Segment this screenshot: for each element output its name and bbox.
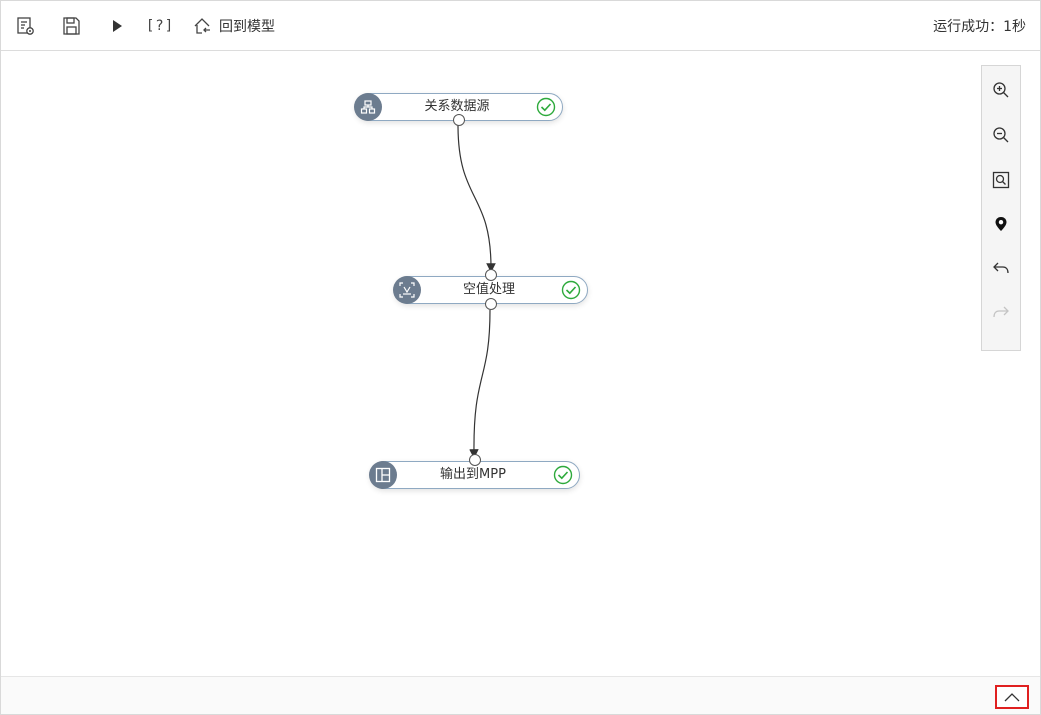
properties-button[interactable] [13, 13, 37, 39]
edge-layer [457, 124, 496, 459]
save-button[interactable] [59, 13, 83, 39]
success-check-icon [561, 280, 581, 300]
flow-node-output[interactable]: 输出到MPP [369, 454, 580, 489]
success-check-icon [536, 97, 556, 117]
zoom-in-button[interactable] [982, 74, 1020, 106]
bottom-panel [1, 676, 1040, 714]
canvas-tool-panel [981, 65, 1021, 351]
node-label: 关系数据源 [424, 99, 490, 114]
layout-icon [369, 461, 397, 489]
locate-icon [995, 217, 1007, 231]
zoom-out-icon [993, 127, 1009, 143]
play-icon [113, 20, 122, 32]
fit-view-button[interactable] [982, 164, 1020, 196]
back-to-model-label: 回到模型 [219, 19, 275, 35]
output-port[interactable] [485, 298, 497, 310]
database-icon [354, 93, 382, 121]
edge-source-to-null-handling[interactable] [457, 124, 496, 273]
run-button[interactable] [105, 13, 129, 39]
node-label: 空值处理 [462, 282, 515, 297]
input-port[interactable] [485, 269, 497, 281]
success-check-icon [553, 465, 573, 485]
edge-null-handling-to-output[interactable] [469, 309, 491, 459]
undo-button[interactable] [982, 252, 1020, 284]
home-return-icon [194, 18, 210, 34]
help-bracket-icon: [?] [145, 18, 175, 34]
flow-node-null-handling[interactable]: 空值处理 [393, 269, 588, 310]
redo-button[interactable] [982, 296, 1020, 328]
zoom-in-icon [993, 82, 1009, 98]
variable-icon [393, 276, 421, 304]
fit-view-icon [992, 171, 1010, 189]
output-port[interactable] [453, 114, 465, 126]
help-button[interactable]: [?] [145, 13, 175, 39]
flow-node-source[interactable]: 关系数据源 [354, 93, 563, 126]
expand-panel-button[interactable] [995, 685, 1029, 709]
flow-canvas[interactable]: 关系数据源 空值处理 [1, 52, 1040, 676]
toolbar: [?] 回到模型 运行成功：1秒 [1, 1, 1040, 51]
save-icon [63, 17, 80, 35]
undo-icon [993, 262, 1009, 274]
redo-icon [993, 306, 1009, 318]
node-label: 输出到MPP [440, 467, 506, 482]
back-to-model-button[interactable]: 回到模型 [193, 13, 285, 39]
properties-icon [17, 17, 34, 35]
locate-button[interactable] [982, 208, 1020, 240]
run-status-text: 运行成功：1秒 [933, 19, 1026, 35]
zoom-out-button[interactable] [982, 119, 1020, 151]
chevron-up-icon [1004, 693, 1020, 702]
input-port[interactable] [469, 454, 481, 466]
